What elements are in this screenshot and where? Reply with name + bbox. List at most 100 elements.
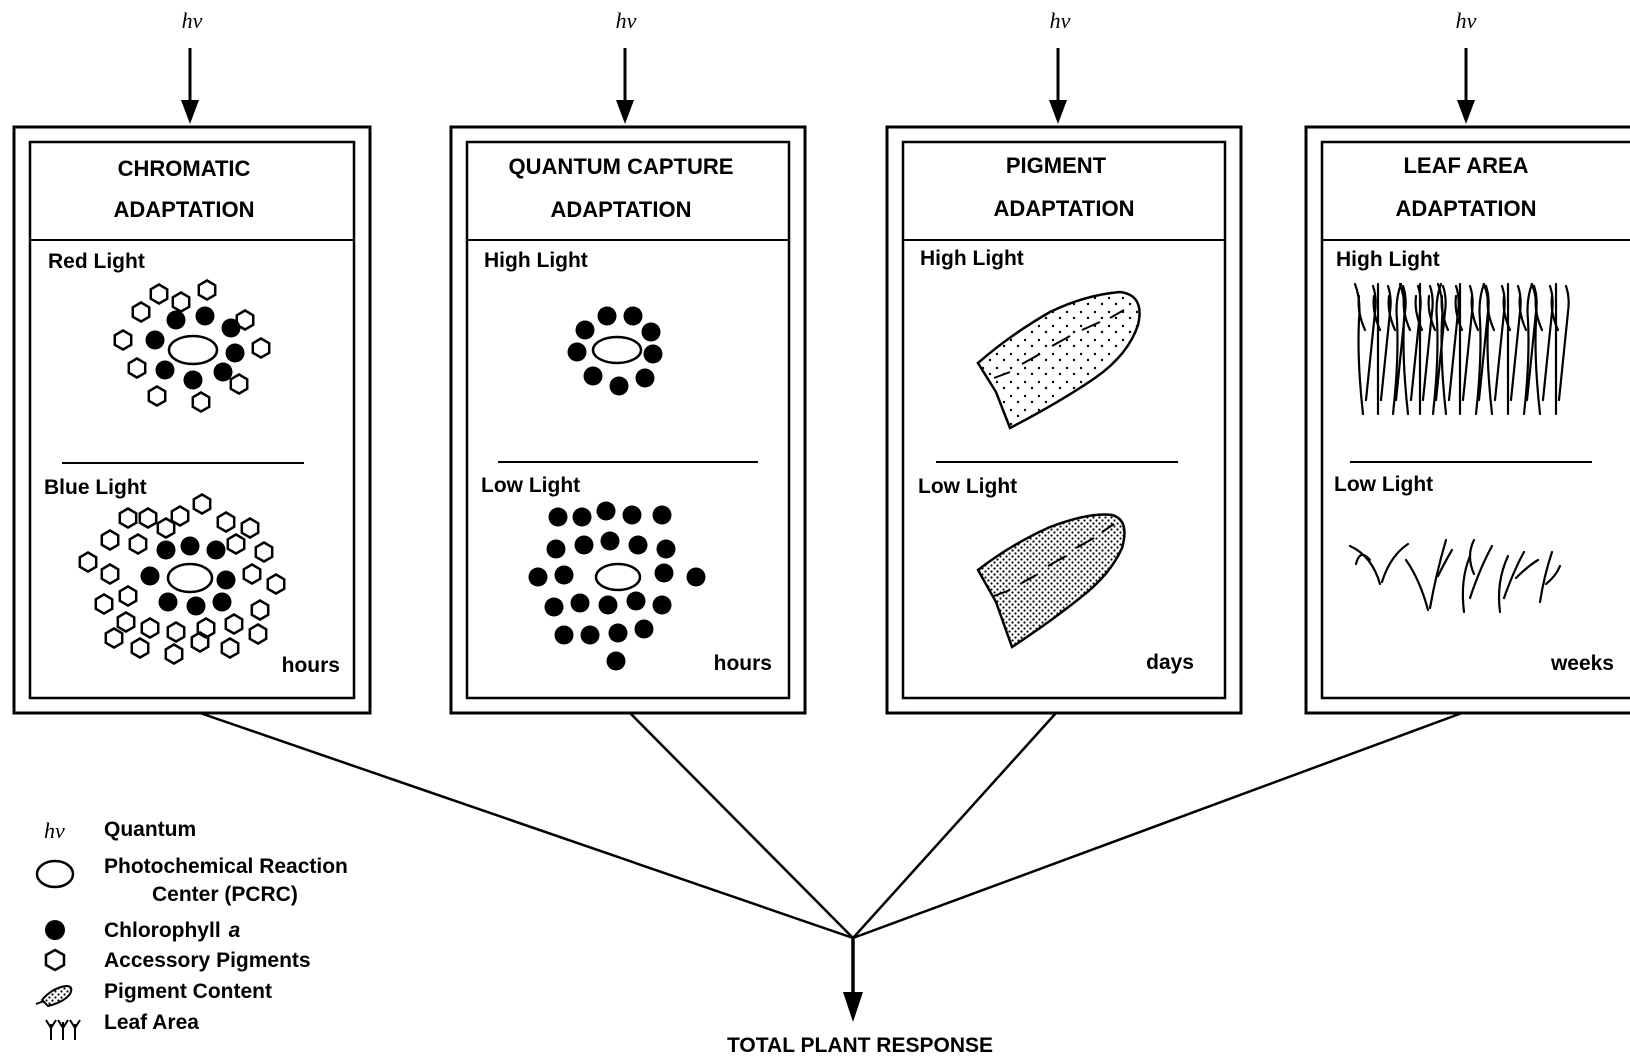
accessory-pigment-hexagon — [78, 551, 98, 573]
panel-outer-frame — [885, 125, 1243, 715]
legend-pcrc-label-line2: Center (PCRC) — [152, 883, 298, 906]
chlorophyll-dot — [140, 566, 160, 586]
legend-quantum-label: Quantum — [104, 818, 196, 841]
chlorophyll-dot — [225, 343, 245, 363]
chlorophyll-dot — [580, 625, 600, 645]
chlorophyll-dot — [606, 651, 626, 671]
pigment-cluster-low-light — [528, 501, 706, 671]
leaf-strand — [1538, 550, 1554, 604]
timescale-label: days — [1146, 651, 1194, 674]
quantum-label: hv — [182, 8, 203, 33]
leaf-strand — [1514, 558, 1540, 580]
panel-chromatic-adaptation: hv CHROMATIC ADAPTATION Red Light Blue L… — [12, 8, 372, 715]
accessory-pigment-hexagon — [226, 533, 246, 555]
panel-title-line2: ADAPTATION — [551, 197, 692, 222]
leaf-strand — [1522, 282, 1534, 416]
leaf-strand — [1434, 284, 1447, 402]
chlorophyll-dot — [572, 507, 592, 527]
leaf-area-icon — [45, 1019, 81, 1040]
chlorophyll-dot — [652, 505, 672, 525]
leaves-low-light — [1348, 538, 1562, 614]
chlorophyll-dot — [634, 619, 654, 639]
accessory-pigment-hexagon — [118, 507, 138, 529]
total-plant-response-label: TOTAL PLANT RESPONSE — [727, 1034, 993, 1057]
chlorophyll-dot — [628, 535, 648, 555]
accessory-pigment-hexagon — [240, 517, 260, 539]
accessory-pigment-hexagon — [216, 511, 236, 533]
chlorophyll-dot — [183, 370, 203, 390]
chlorophyll-dot — [546, 539, 566, 559]
chlorophyll-dot — [598, 595, 618, 615]
accessory-pigment-hexagon — [171, 291, 191, 313]
leaf-strand — [1550, 294, 1560, 332]
leaf-strand — [1497, 554, 1510, 614]
panel-pigment-adaptation: hv PIGMENT ADAPTATION High Light Low Lig… — [885, 8, 1243, 715]
panel-title-line2: ADAPTATION — [994, 196, 1135, 221]
accessory-pigment-hexagon — [235, 309, 255, 331]
leaf-tip-low-light — [976, 513, 1126, 649]
legend-quantum-symbol: hv — [44, 818, 65, 843]
leaf-strand — [1354, 553, 1372, 566]
leaf-strand — [1428, 538, 1448, 610]
chlorophyll-dot — [609, 376, 629, 396]
accessory-pigment-hexagon — [254, 541, 274, 563]
legend-pigment-content-label: Pigment Content — [104, 980, 272, 1003]
pigment-cluster-blue-light — [78, 493, 286, 665]
leaf-strand — [1348, 544, 1382, 586]
chlorophyll-dot — [548, 507, 568, 527]
pcrc-ellipse — [594, 562, 642, 592]
timescale-label: hours — [714, 652, 772, 675]
leaf-strand — [1534, 294, 1544, 332]
leaf-strand — [1421, 284, 1434, 402]
chlorophyll-dot — [635, 368, 655, 388]
top-condition-label: High Light — [920, 247, 1024, 270]
chlorophyll-dot — [654, 563, 674, 583]
legend-pcrc-label-line1: Photochemical Reaction — [104, 855, 348, 878]
leaf-strand — [1404, 558, 1430, 612]
top-condition-label: High Light — [484, 249, 588, 272]
leaves-high-light — [1353, 282, 1570, 416]
leaf-strand — [1391, 282, 1403, 416]
leaf-strand — [1518, 294, 1528, 332]
leaf-strand — [1544, 564, 1562, 586]
accessory-pigment-hexagon — [156, 517, 176, 539]
bottom-condition-label: Blue Light — [44, 476, 147, 499]
pigment-content-icon — [35, 984, 73, 1008]
panel-outer-frame — [1304, 125, 1630, 715]
chlorophyll-dot — [656, 539, 676, 559]
chlorophyll-dot — [180, 536, 200, 556]
bottom-condition-label: Low Light — [918, 475, 1017, 498]
panel-outer-frame — [12, 125, 372, 715]
quantum-label: hv — [1456, 8, 1477, 33]
incoming-light-arrow — [1457, 48, 1475, 124]
accessory-pigment-hexagon — [164, 643, 184, 665]
accessory-pigment-hexagon — [147, 385, 167, 407]
timescale-label: hours — [282, 654, 340, 677]
pigment-cluster-high-light — [567, 306, 663, 396]
chlorophyll-dot — [623, 306, 643, 326]
quantum-label: hv — [1050, 8, 1071, 33]
leaf-strand — [1447, 284, 1460, 402]
incoming-light-arrow — [181, 48, 199, 124]
leaf-strand — [1557, 284, 1570, 402]
leaf-strand — [1482, 282, 1494, 416]
chlorophyll-dot — [158, 592, 178, 612]
leaf-strand — [1414, 294, 1424, 332]
leaf-strand — [1357, 294, 1367, 332]
accessory-pigment-hexagon — [113, 329, 133, 351]
chlorophyll-icon — [45, 920, 65, 940]
accessory-pigment-hexagon — [100, 529, 120, 551]
leaf-strand — [1502, 294, 1512, 332]
panel-inner-frame — [28, 140, 356, 700]
chlorophyll-dot — [596, 501, 616, 521]
chlorophyll-dot — [622, 505, 642, 525]
timescale-label: weeks — [1550, 652, 1614, 675]
chlorophyll-dot — [186, 596, 206, 616]
leaf-strand — [1398, 282, 1410, 416]
accessory-pigment-hexagon — [190, 631, 210, 653]
accessory-pigment-hexagon — [94, 593, 114, 615]
chlorophyll-dot — [212, 592, 232, 612]
accessory-pigment-hexagon — [242, 563, 262, 585]
accessory-pigment-hexagon — [251, 337, 271, 359]
quantum-label: hv — [616, 8, 637, 33]
